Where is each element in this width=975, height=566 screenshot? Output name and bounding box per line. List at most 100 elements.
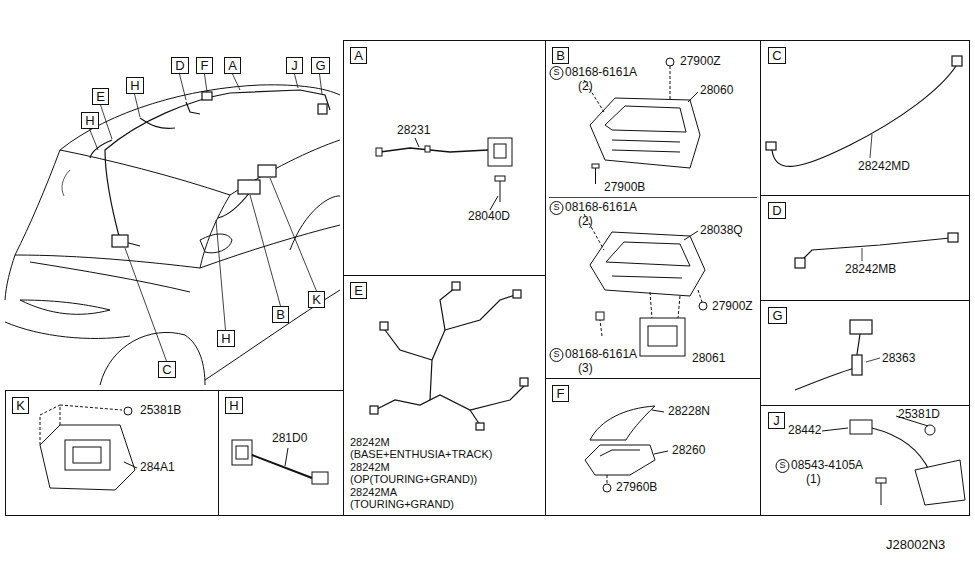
harness-28242M [452,282,460,290]
part-number: 28442 [788,424,821,437]
leader-line [135,94,141,117]
antenna-28228N [652,410,664,412]
car-harness [238,180,260,194]
car-harness [112,235,128,247]
bracket-28060 [550,58,700,184]
car-outline [200,225,340,268]
harness-281D0 [232,440,252,465]
part-number: (3) [578,362,593,375]
car-outline [200,195,230,268]
car-outline [15,150,60,255]
callout-letter: B [276,308,285,321]
bracket-28038Q [550,349,563,362]
callout-letter-box: F [552,385,569,402]
bracket-284A1 [73,447,101,463]
car-outline [5,85,340,385]
harness-28242M [380,322,388,330]
harness-28442 [822,428,848,431]
car-harness [105,90,330,240]
standard-part-mark: S [553,203,559,213]
part-number: 08168-6161A [565,66,637,79]
bracket-28038Q [600,320,602,336]
harness-28242MB [948,233,958,242]
bracket-284A1 [40,415,41,445]
car-harness [202,92,212,100]
harness-28242M [370,282,528,430]
antenna-28228N [603,484,611,492]
part-number: 08543-4105A [791,459,863,472]
harness-28442 [881,483,882,505]
car-outline [20,300,110,314]
bracket-28060 [592,164,599,168]
callout-letter-box: H [217,330,235,347]
bracket-28038Q [612,276,682,278]
harness-281D0 [236,446,248,459]
leader-line [205,74,208,92]
harness-28231 [415,138,419,147]
panel-frame [343,275,545,276]
callout-letter-box: J [768,412,785,429]
harness-28363 [795,320,880,390]
part-number: 25381B [140,404,181,417]
part-number: 08168-6161A [565,201,637,214]
callout-letter-box: K [308,291,325,308]
bracket-284A1 [124,462,137,468]
standard-part-mark: S [553,68,559,78]
bracket-28060 [666,58,674,66]
harness-28231 [380,148,488,152]
bracket-28038Q [699,302,707,310]
harness-28242MD [870,134,872,158]
part-number: 281D0 [272,432,307,445]
car-outline [290,196,340,250]
bracket-284A1 [124,407,132,415]
part-number: 25381D [898,408,940,421]
harness-28231 [490,196,498,210]
callout-letter: H [229,399,238,412]
bracket-284A1 [65,440,110,470]
part-number: 28061 [692,352,725,365]
bracket-28060 [605,106,686,132]
car-outline [200,234,232,253]
callout-letter: D [175,59,184,72]
car-outline [62,170,70,196]
bracket-28038Q [590,232,705,296]
panel-frame [760,405,970,406]
callout-letter: K [16,399,25,412]
bracket-28038Q [698,290,702,302]
leader-line [90,74,323,361]
bracket-284A1 [60,405,61,425]
harness-28231 [488,138,512,166]
callout-letter-box: B [552,47,569,64]
bracket-28060 [688,92,698,102]
harness-28442 [776,460,789,473]
panel-frame [545,378,760,379]
antenna-28228N [585,445,655,475]
callout-letter: H [130,79,139,92]
harness-281D0 [285,448,288,466]
part-number: (2) [578,215,593,228]
leader-line [90,129,99,150]
part-number: 28242MB [845,263,896,276]
harness-28242MD [766,142,776,150]
standard-part-mark: S [553,350,559,360]
harness-28242M [476,423,484,430]
antenna-28228N [600,450,640,456]
harness-28442 [876,478,886,483]
bracket-284A1 [40,405,60,415]
panel-frame [218,390,219,516]
harness-28231 [500,181,501,202]
bracket-28038Q [596,312,604,320]
panel-frame [6,40,971,516]
part-number: 28242MA [350,486,397,498]
callout-letter: A [228,59,237,72]
callout-letter: C [162,363,171,376]
harness-28242MB [795,258,805,268]
harness-28442 [776,416,965,505]
callout-letter-box: A [350,47,367,64]
leader-line [216,220,226,330]
harness-28242M [430,288,455,400]
leader-line [295,74,299,88]
leader-line [125,248,167,361]
harness-28442 [915,460,965,505]
harness-28442 [872,428,930,472]
